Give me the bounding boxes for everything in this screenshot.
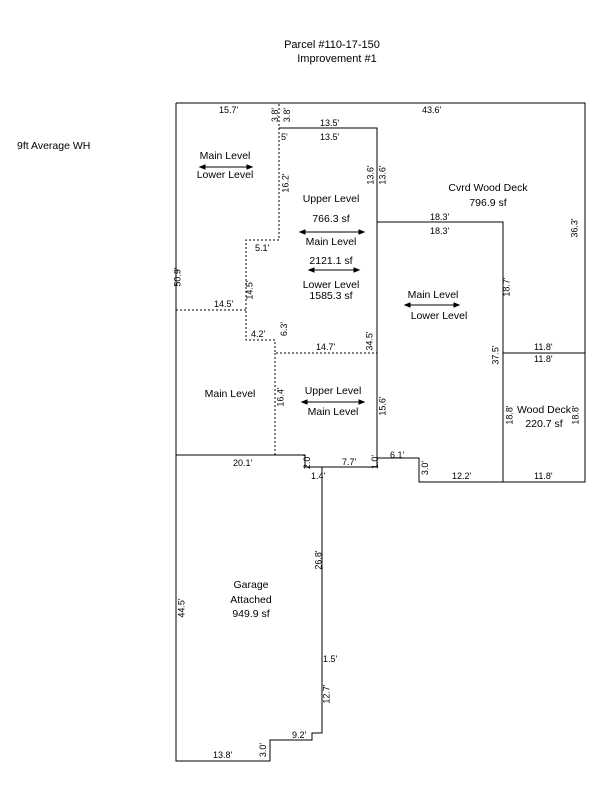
area-label-lower-level-upper-left: Lower Level [196,169,254,181]
dim-11-8-mid: 11.8' [534,354,553,364]
dim-3-0-a: 3.0' [420,460,431,476]
dim-15-6: 15.6' [377,396,388,416]
dim-13-8: 13.8' [213,750,233,760]
area-label-wood-deck: Wood Deck [516,404,572,416]
dim-1-0: 1.0' [370,454,381,470]
area-label-lower-level-right: Lower Level [410,310,468,322]
dim-13-5-top: 13.5' [320,118,340,128]
dim-6-3: 6.3' [279,321,290,337]
dim-50-9: 50.9' [172,267,183,287]
dim-36-3: 36.3' [569,218,580,238]
dashed-outlines [176,102,503,483]
dim-3-8-a: 3.8' [270,107,281,123]
dim-1-4: 1.4' [311,471,326,481]
dim-1-5: 1.5' [323,654,338,664]
dim-5: 5' [281,132,288,142]
dim-43-6: 43.6' [422,105,442,115]
dim-18-8-a: 18.8' [504,405,515,425]
dim-6-1: 6.1' [390,450,405,460]
dim-9-2: 9.2' [292,730,307,740]
area-label-cvrd-wood-deck: Cvrd Wood Deck [448,182,528,194]
area-label-main-level-lower: Main Level [307,406,359,418]
area-label-garage: Garage [233,579,269,591]
dim-13-5-bottom: 13.5' [320,132,340,142]
dim-13-6-a: 13.6' [365,165,376,185]
area-label-upper-level-lower: Upper Level [304,385,362,397]
dim-11-8-bottom: 11.8' [534,471,553,481]
dim-15-7: 15.7' [219,105,239,115]
dim-44-5: 44.5' [176,598,187,618]
area-sf-garage: 949.9 sf [232,608,270,620]
wall-height-note: 9ft Average WH [17,140,91,152]
area-label-main-level-left: Main Level [204,388,256,400]
area-label-main-level-upper-left: Main Level [199,150,251,162]
dim-18-3-bottom: 18.3' [430,226,450,236]
dim-14-7: 14.7' [316,342,336,352]
area-sf-cvrd-wood-deck: 796.9 sf [469,197,507,209]
dim-14-5-horizontal: 14.5' [214,299,234,309]
dim-3-0-b: 3.0' [258,742,269,758]
dim-13-6-b: 13.6' [377,165,388,185]
parcel-number: Parcel #110-17-150 [284,39,380,51]
area-sf-main-level: 2121.1 sf [309,255,353,267]
dim-3-8-b: 3.8' [282,107,293,123]
dim-7-7: 7.7' [342,457,357,467]
solid-outlines [175,102,586,762]
area-sf-wood-deck: 220.7 sf [525,418,563,430]
dim-16-4: 16.4' [275,387,286,407]
dim-11-8-top: 11.8' [534,342,553,352]
improvement-number: Improvement #1 [297,53,377,65]
area-label-lower-level-center: Lower Level [302,279,360,291]
dim-12-2: 12.2' [452,471,472,481]
dim-34-5: 34.5' [364,331,375,351]
area-label-main-level-right: Main Level [407,289,459,301]
dim-16-2: 16.2' [280,173,291,193]
area-sf-upper-level: 766.3 sf [312,213,350,225]
dim-5-1: 5.1' [255,243,270,253]
inner-upper-dashed [245,128,377,354]
dim-12-7: 12.7' [321,684,332,704]
dim-26-8: 26.8' [313,550,324,570]
dim-14-5-vertical: 14.5' [244,280,255,300]
area-label-upper-level: Upper Level [302,193,360,205]
dim-37-5: 37.5' [490,345,501,365]
area-label-attached: Attached [230,594,272,606]
dim-20-1: 20.1' [233,458,253,468]
direction-arrows [198,164,461,405]
dim-18-8-b: 18.8' [570,405,581,425]
dim-2-0: 2.0' [302,454,313,470]
outer-top-right-edge [176,102,586,483]
area-sf-lower-level: 1585.3 sf [309,290,353,302]
dim-18-7: 18.7' [501,277,512,297]
area-label-main-level-center: Main Level [305,236,357,248]
garage-outline [175,455,323,762]
dim-4-2: 4.2' [251,329,266,339]
dim-18-3-top: 18.3' [430,212,450,222]
